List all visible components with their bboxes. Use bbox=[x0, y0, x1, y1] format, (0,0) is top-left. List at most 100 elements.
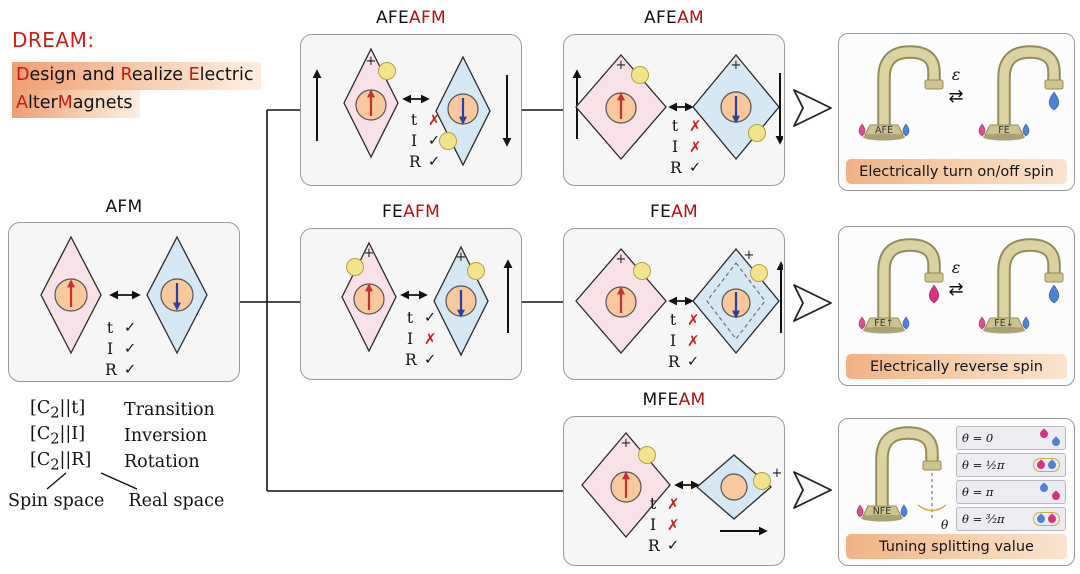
theta-label: θ = π bbox=[962, 485, 994, 499]
sym-mark-i: ✗ bbox=[424, 329, 437, 348]
charge-ion bbox=[346, 258, 364, 276]
sym-label-i: I bbox=[410, 131, 418, 150]
flow-arrow-3 bbox=[793, 471, 832, 509]
symmetry-table-feafm: t✓ I✗ R✓ bbox=[405, 307, 437, 370]
phase-title-feam: FEAM bbox=[563, 202, 785, 222]
plus-sign: + bbox=[731, 58, 742, 73]
faucet-label-afe: AFE bbox=[875, 125, 893, 136]
title-red: AM bbox=[678, 390, 706, 410]
code-sub: 2 bbox=[50, 404, 60, 422]
faucet-nfe bbox=[857, 433, 941, 522]
degenerate-ring bbox=[1033, 512, 1060, 526]
spin-down-droplet-icon bbox=[1035, 513, 1047, 525]
sym-label-t: t bbox=[410, 110, 418, 129]
dream-text: agnets bbox=[72, 93, 133, 113]
title-black: AFE bbox=[375, 8, 410, 28]
splitting-icon bbox=[1038, 482, 1062, 502]
spin-up-droplet-icon bbox=[1038, 428, 1050, 440]
sym-mark-r: ✓ bbox=[667, 537, 680, 554]
sym-mark-t: ✗ bbox=[428, 110, 441, 129]
demo-box-reverse: FE↑ ε ⇄ FE↓ Electrically reverse spin bbox=[838, 226, 1075, 386]
plus-sign: + bbox=[616, 252, 627, 267]
plus-sign: + bbox=[456, 250, 467, 265]
theta-label: θ = ³⁄₂π bbox=[962, 512, 1005, 526]
sym-mark-t: ✗ bbox=[667, 494, 680, 513]
plus-sign: + bbox=[616, 58, 627, 73]
dream-line-2: AlterMagnets bbox=[12, 90, 141, 118]
code-pre: [C bbox=[30, 398, 51, 419]
caption-onoff: Electrically turn on/off spin bbox=[846, 159, 1067, 184]
phase-title-mfeam: MFEAM bbox=[563, 390, 785, 410]
symmetry-row-t: t✗ bbox=[409, 109, 441, 130]
sym-label-r: R bbox=[409, 152, 421, 171]
legend-label: Transition bbox=[124, 400, 215, 420]
splitting-icon bbox=[1033, 512, 1060, 526]
sym-label-i: I bbox=[649, 515, 657, 534]
spin-down-droplet-icon bbox=[1050, 436, 1062, 448]
sym-mark-i: ✗ bbox=[667, 515, 680, 534]
symmetry-row-t: t✓ bbox=[405, 307, 437, 328]
afeam-structure: + + bbox=[572, 53, 783, 161]
symmetry-table-afeam: t✗ I✗ R✓ bbox=[670, 115, 702, 178]
mfeam-structure: + + bbox=[581, 431, 782, 539]
faucet-fe bbox=[979, 52, 1063, 141]
code-sub: 2 bbox=[50, 430, 60, 448]
phase-box-mfeam: + + t✗ I ✗ R✓ bbox=[563, 416, 785, 566]
dream-text: esign and bbox=[29, 65, 121, 85]
symmetry-row-r: R✓ bbox=[648, 535, 680, 556]
theta-label: θ = 0 bbox=[962, 431, 994, 445]
symmetry-row-r: R✓ bbox=[105, 359, 136, 380]
title-black: AFM bbox=[105, 197, 143, 217]
spin-down-droplet bbox=[1048, 91, 1060, 111]
code-pre: [C bbox=[30, 424, 51, 445]
symmetry-row-i: I✗ bbox=[668, 330, 700, 351]
legend-label: Inversion bbox=[124, 426, 208, 446]
code-pre: [C bbox=[30, 450, 51, 471]
symmetry-table-afeafm: t✗ I✓ R✓ bbox=[409, 109, 441, 172]
dream-block: DREAM: Design and Realize Electric Alter… bbox=[12, 28, 262, 118]
flow-arrow-1 bbox=[793, 89, 832, 127]
phase-box-feam: + + t✗ I✗ R✓ bbox=[563, 228, 785, 380]
flow-arrow-2 bbox=[793, 284, 832, 322]
legend-label: Rotation bbox=[124, 452, 200, 472]
spin-up-droplet-icon bbox=[1050, 490, 1062, 502]
faucet-label-nfe: NFE bbox=[873, 506, 892, 517]
electric-field-symbol: ε bbox=[952, 65, 961, 84]
sym-label-i: I bbox=[106, 339, 114, 358]
faucet-fe-up bbox=[859, 245, 943, 334]
symmetry-row-t: t✗ bbox=[648, 493, 680, 514]
spin-down-droplet bbox=[1048, 284, 1060, 304]
sym-label-i: I bbox=[406, 329, 414, 348]
sym-mark-t: ✗ bbox=[689, 116, 702, 135]
charge-ion bbox=[748, 124, 766, 142]
charge-ion bbox=[378, 62, 396, 80]
symmetry-row-r: R✓ bbox=[405, 349, 437, 370]
code-sub: 2 bbox=[50, 456, 60, 474]
charge-ion bbox=[638, 446, 656, 464]
faucet-fe-down bbox=[979, 245, 1063, 334]
caption-tuning: Tuning splitting value bbox=[846, 534, 1067, 559]
sym-label-r: R bbox=[670, 158, 682, 177]
electric-field-symbol: ε bbox=[952, 258, 961, 277]
symmetry-row-i: I✓ bbox=[105, 338, 136, 359]
dream-text: ealize bbox=[131, 65, 189, 85]
plus-sign: + bbox=[364, 246, 375, 261]
legend: [C2||t]Transition [C2||I]Inversion [C2||… bbox=[30, 397, 215, 475]
legend-row-inversion: [C2||I]Inversion bbox=[30, 423, 215, 449]
legend-code: [C2||I] bbox=[30, 424, 124, 448]
code-post: ||I] bbox=[59, 424, 86, 445]
faucet-label-fe-down: FE↓ bbox=[994, 318, 1013, 329]
real-space-label: Real space bbox=[128, 491, 225, 511]
phase-title-afeam: AFEAM bbox=[563, 8, 785, 28]
theta-table: θ = 0 θ = ½π θ = π θ = ³⁄₂π bbox=[956, 426, 1066, 531]
symmetry-table-mfeam: t✗ I ✗ R✓ bbox=[648, 493, 680, 556]
demo-box-onoff: AFE ε ⇄ FE Electrically turn on/off spin bbox=[838, 33, 1075, 191]
phase-box-feafm: + + t✓ I✗ R✓ bbox=[300, 228, 522, 380]
symmetry-row-i: I✗ bbox=[405, 328, 437, 349]
sym-mark-t: ✓ bbox=[124, 319, 137, 336]
code-post: ||t] bbox=[59, 398, 86, 419]
phase-title-feafm: FEAFM bbox=[300, 202, 522, 222]
degenerate-ring bbox=[1033, 458, 1060, 472]
spin-up-droplet-icon bbox=[1046, 513, 1058, 525]
dream-line-1: Design and Realize Electric bbox=[12, 62, 262, 90]
